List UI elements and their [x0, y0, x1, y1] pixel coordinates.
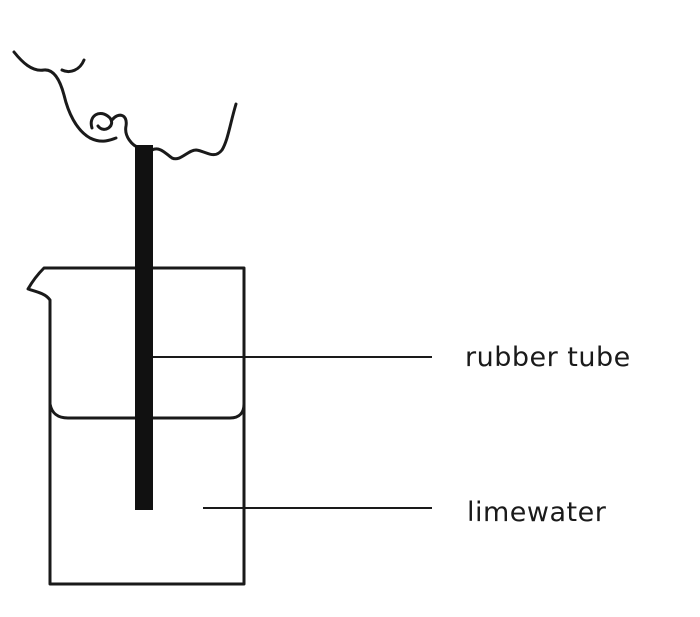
- mouth-drawing: [12, 50, 238, 161]
- lip-curl-left: [89, 112, 113, 131]
- beaker-outline: [26, 266, 246, 586]
- lower-lip-outline: [150, 102, 238, 161]
- lip-curl-right: [110, 113, 142, 150]
- limewater-label: limewater: [467, 497, 607, 528]
- rubber-tube-label: rubber tube: [465, 342, 631, 373]
- rubber-tube: [135, 145, 153, 510]
- upper-lip-outline: [12, 50, 118, 143]
- nostril-curl: [60, 58, 86, 74]
